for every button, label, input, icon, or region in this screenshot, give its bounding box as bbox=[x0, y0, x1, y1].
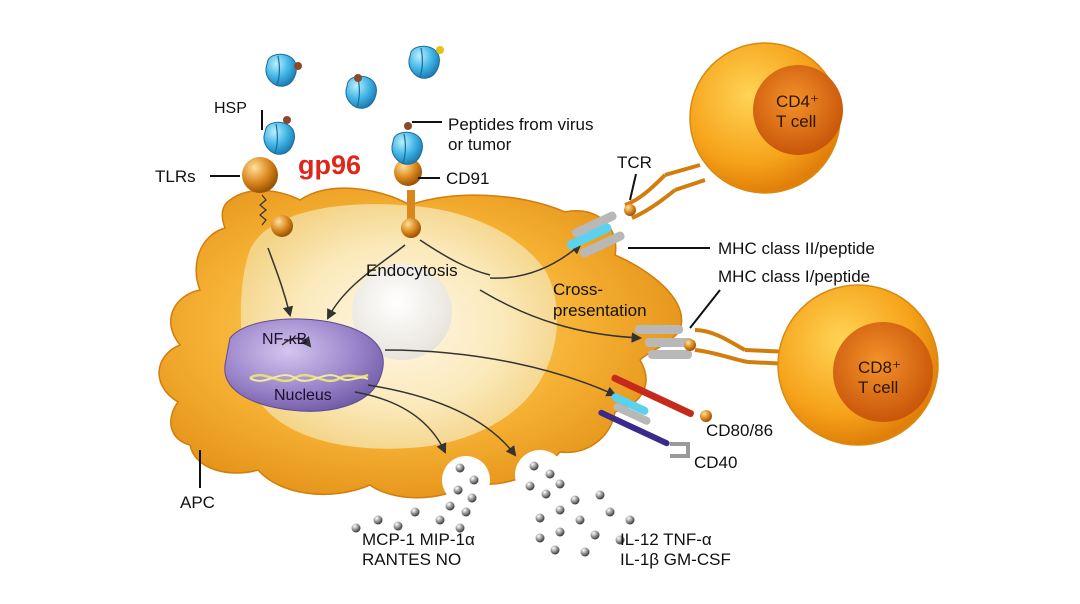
mhc-class-ii-complex bbox=[566, 211, 625, 258]
label-cd8-line1: CD8⁺ bbox=[858, 358, 901, 377]
vacuole bbox=[352, 264, 452, 360]
cd91-receptor bbox=[394, 158, 422, 238]
label-cytokines-left-2: RANTES NO bbox=[362, 550, 461, 569]
label-endocytosis: Endocytosis bbox=[366, 261, 458, 280]
label-cytokines-right-1: IL-12 TNF-α bbox=[620, 530, 712, 549]
label-nucleus: Nucleus bbox=[274, 387, 332, 404]
label-cd4-line1: CD4⁺ bbox=[776, 92, 819, 111]
label-cd80-86: CD80/86 bbox=[706, 421, 773, 440]
label-cd4-line2: T cell bbox=[776, 112, 816, 131]
label-cd91: CD91 bbox=[446, 169, 489, 188]
cd4-t-cell bbox=[689, 42, 843, 194]
tlr-receptor bbox=[242, 157, 293, 237]
label-mhc-class-ii: MHC class II/peptide bbox=[718, 239, 875, 258]
label-peptides-line1: Peptides from virus bbox=[448, 115, 594, 134]
hsp-protein-icon bbox=[263, 45, 444, 165]
label-hsp: HSP bbox=[214, 100, 247, 117]
label-tcr: TCR bbox=[617, 153, 652, 172]
label-tlrs: TLRs bbox=[155, 167, 196, 186]
label-cytokines-right-2: IL-1β GM-CSF bbox=[620, 550, 731, 569]
nucleus bbox=[224, 318, 384, 412]
label-nfkb: NF-κB bbox=[262, 331, 307, 348]
label-cross-line2: presentation bbox=[553, 301, 647, 320]
cd80-86-costimulatory bbox=[611, 374, 712, 425]
leader-lines bbox=[199, 110, 721, 488]
cd40-receptor bbox=[598, 409, 690, 458]
label-cd8-line2: T cell bbox=[858, 378, 898, 397]
tcr-icon bbox=[624, 163, 706, 220]
cd8-t-cell bbox=[777, 284, 939, 446]
label-apc: APC bbox=[180, 493, 215, 512]
label-cytokines-left-1: MCP-1 MIP-1α bbox=[362, 530, 475, 549]
tcr-cd8 bbox=[694, 328, 791, 366]
label-peptides-line2: or tumor bbox=[448, 135, 512, 154]
label-cross-line1: Cross- bbox=[553, 280, 603, 299]
label-cd40: CD40 bbox=[694, 453, 737, 472]
signaling-arrows bbox=[267, 239, 643, 457]
mhc-class-i-complex bbox=[635, 325, 693, 359]
label-gp96: gp96 bbox=[298, 150, 361, 180]
label-mhc-class-i: MHC class I/peptide bbox=[718, 267, 870, 286]
